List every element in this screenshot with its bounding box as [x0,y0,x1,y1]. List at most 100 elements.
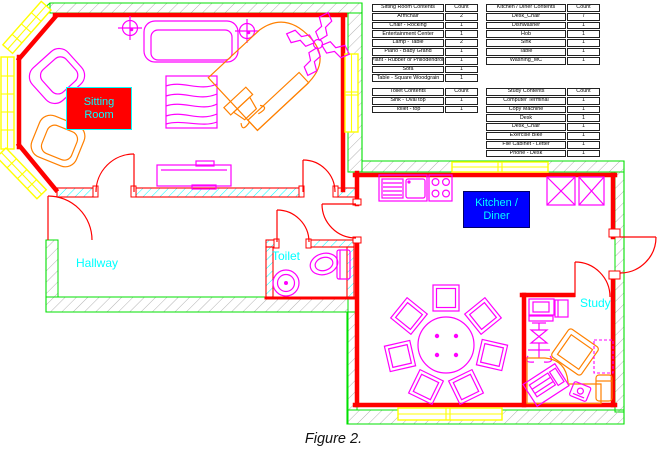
item-name-cell: Phone - Desk [486,149,566,158]
item-count-cell: 1 [567,21,600,30]
toilet-door [273,209,312,249]
dining-chair [389,296,429,336]
dining-table [417,316,475,374]
baby-grand-piano [207,21,321,132]
item-name-cell: Table - Square Woodgrain [372,74,444,83]
item-name-cell: Piano - Baby Grand [372,47,444,56]
figure-caption: Figure 2. [304,431,363,447]
item-name-cell: Washing_MC [486,56,566,65]
piano-stool [223,86,266,129]
floor-plan [0,0,657,425]
interior-walls [56,187,358,300]
desk-phone [569,381,592,402]
item-count-cell: 1 [567,105,600,114]
bay-window-bottom [0,147,48,200]
kitchen-exterior-door [608,228,657,280]
table-title-cell: Sitting Room Contents [372,4,444,12]
toilet-fixtures [272,249,351,297]
item-count-cell: 1 [445,56,478,65]
item-count-cell: 2 [445,12,478,21]
item-name-cell: Lamp - Table [372,39,444,47]
sitting-room-label-line1: Sitting [83,96,115,109]
dining-chair [432,284,460,312]
exercise-bike [525,322,553,363]
item-name-cell: Dishwasher [486,21,566,30]
item-name-cell: Desk_Chair [486,12,566,21]
study-door [574,261,611,298]
item-count-cell: 1 [567,39,600,47]
sitting-room-door-left [92,153,137,198]
toilet-label: Toilet [272,249,301,263]
bay-window-top [1,0,52,55]
item-name-cell: File Cabinet - Letter [486,140,566,149]
woodgrain-table [165,75,218,129]
plant [285,11,351,77]
item-name-cell: Sink [486,39,566,47]
item-count-cell: 1 [567,140,600,149]
toilet-fixture [309,249,351,280]
study-furniture [522,298,614,408]
hob [428,174,453,202]
copy-machine [522,362,570,408]
item-name-cell: Desk_Chair [486,123,566,131]
sofa [143,20,239,63]
table-title-cell: Kitchen / Diner Contents [486,4,566,12]
dining-chair [407,368,445,406]
hallway-label: Hallway [76,256,119,270]
item-count-cell: 1 [567,123,600,131]
count-header-cell: Count [567,4,600,12]
kitchen-furniture [378,174,605,406]
sitting-room-furniture [28,11,351,190]
item-count-cell: 1 [567,56,600,65]
oval-sink [272,269,300,297]
item-count-cell: 1 [445,105,478,114]
item-name-cell: Exercise Bike [486,131,566,140]
windows [0,0,549,421]
item-name-cell: Entertainment Center [372,30,444,39]
item-count-cell: 1 [445,47,478,56]
item-name-cell: Toilet - top [372,105,444,114]
item-count-cell: 1 [567,149,600,158]
item-count-cell: 2 [445,39,478,47]
kitchen-door [321,198,362,244]
table-title-cell: Toilet Contents [372,88,444,96]
file-cabinet [593,339,614,402]
sitting-room-door-right [298,159,339,198]
item-count-cell: 1 [445,30,478,39]
front-door [47,195,93,241]
item-name-cell: Sink - Oval top [372,96,444,105]
sitting-room-label: Sitting Room [66,87,132,130]
item-count-cell: 1 [445,21,478,30]
item-count-cell: 1 [567,114,600,123]
count-header-cell: Count [445,4,478,12]
doors [47,153,657,298]
item-name-cell: Hob [486,30,566,39]
dishwasher [578,176,605,206]
